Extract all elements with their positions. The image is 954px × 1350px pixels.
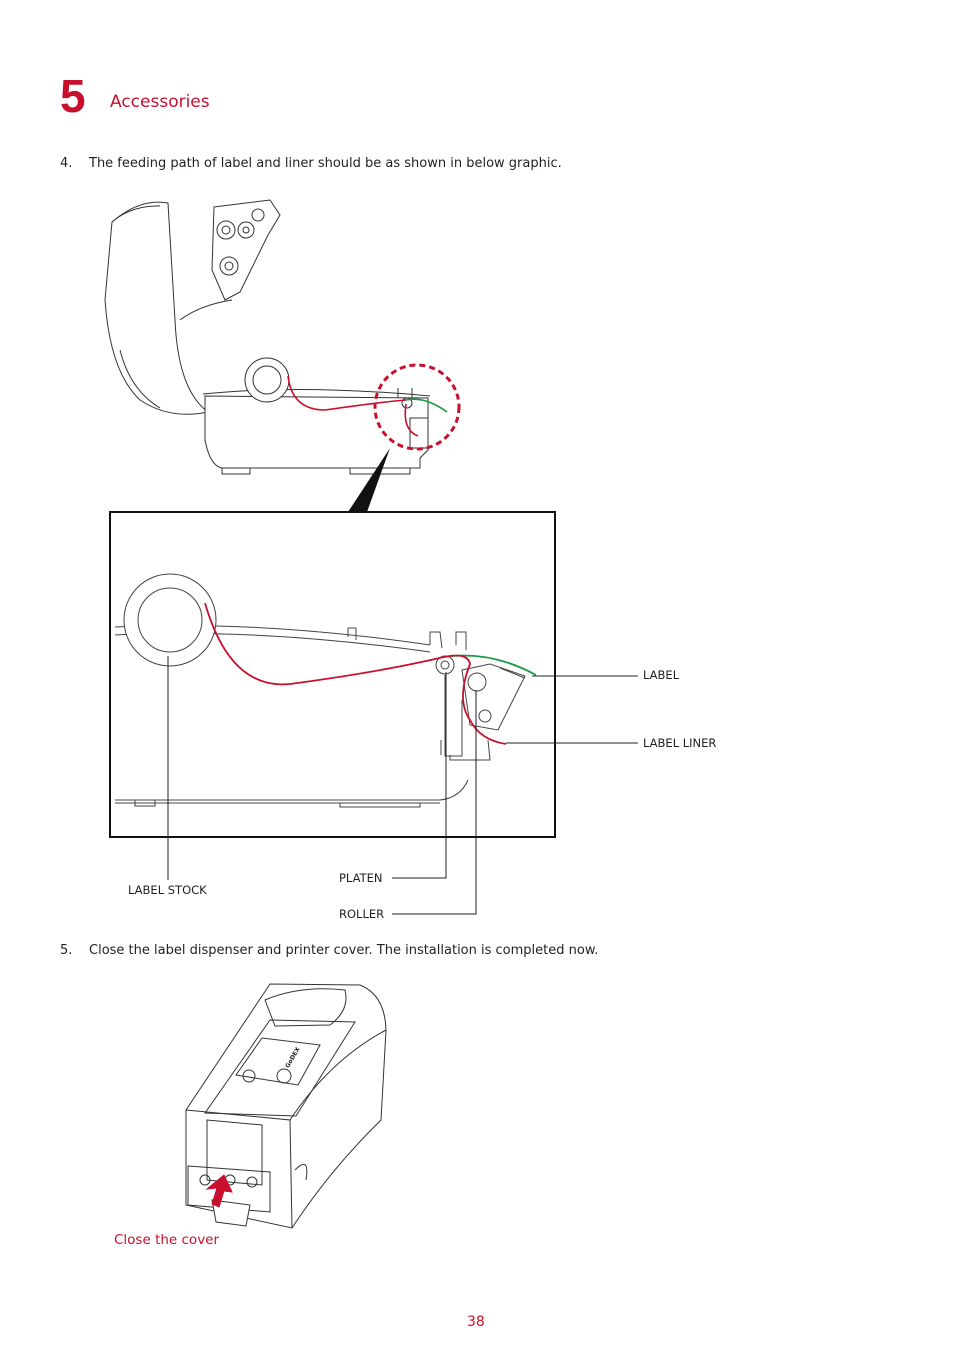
step-number: 5. <box>60 943 73 958</box>
callout-platen: PLATEN <box>339 871 383 885</box>
callout-label-liner: LABEL LINER <box>643 736 717 750</box>
page-number: 38 <box>467 1314 485 1330</box>
chapter-title: Accessories <box>110 92 210 112</box>
callout-label: LABEL <box>643 668 680 682</box>
step-text: Close the label dispenser and printer co… <box>89 943 599 958</box>
step-text: The feeding path of label and liner shou… <box>89 156 562 171</box>
callout-roller: ROLLER <box>339 907 385 921</box>
step-4: 4. The feeding path of label and liner s… <box>60 155 760 173</box>
close-cover-caption: Close the cover <box>114 1232 220 1248</box>
step-5: 5. Close the label dispenser and printer… <box>60 942 760 960</box>
callout-label-stock: LABEL STOCK <box>128 883 207 897</box>
chapter-number: 5 <box>60 70 86 122</box>
step-number: 4. <box>60 156 73 171</box>
